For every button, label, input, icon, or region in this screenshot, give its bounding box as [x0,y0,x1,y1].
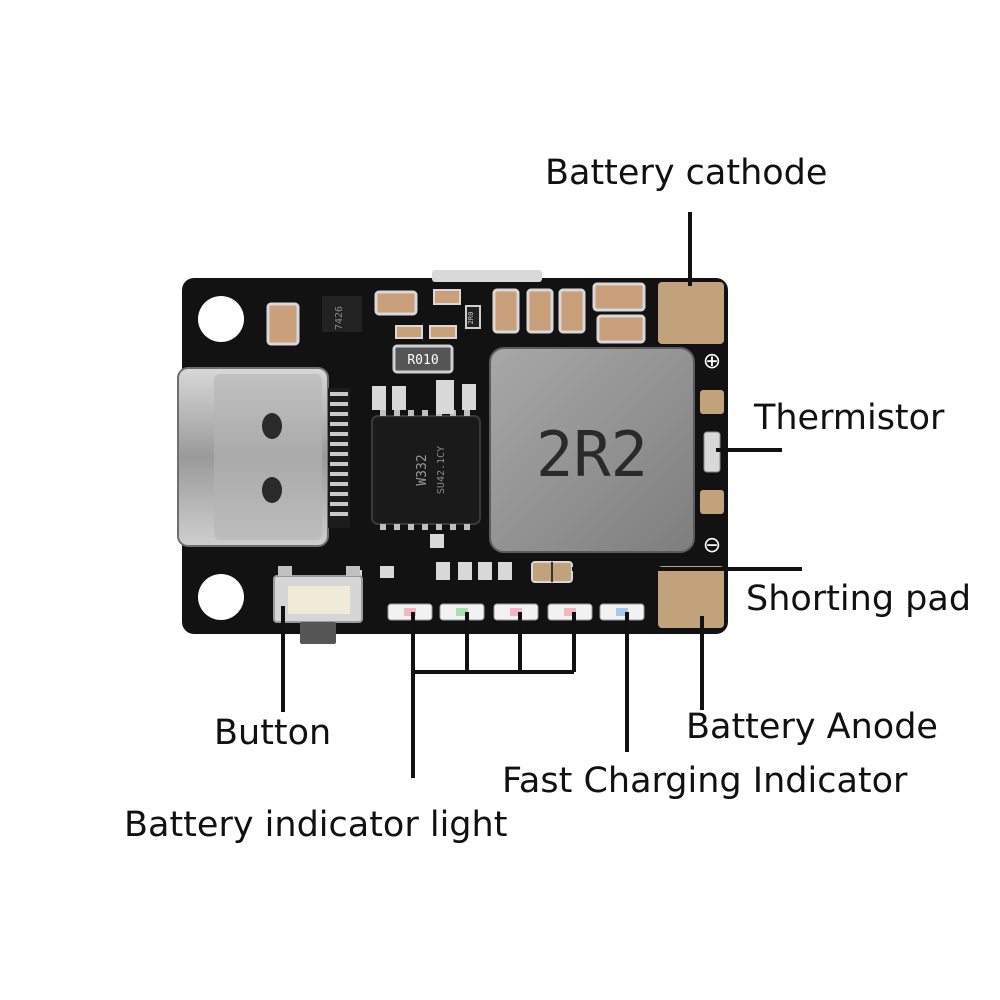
leader-lines [281,212,802,778]
battery-indicator-leds [387,603,593,621]
plus-marking: ⊕ [703,349,721,374]
label-thermistor: Thermistor [754,398,945,438]
mounting-hole-top-left [198,296,244,342]
ic-marking-2: SU42.1CY [436,446,447,494]
label-battery-cathode: Battery cathode [545,153,828,193]
label-button: Button [214,713,332,753]
top-components: 7426 R010 2R0 [266,282,646,584]
label-battery-anode: Battery Anode [686,707,938,747]
usb-c-connector [177,367,350,547]
battery-cathode-pad [658,282,724,344]
inductor: 2R2 [489,347,695,553]
thermistor-pad-top [700,390,724,414]
label-shorting-pad: Shorting pad [746,579,972,619]
small-component-marking: R010 [407,353,438,368]
battery-anode-pad [658,566,724,628]
shorting-pad [531,561,573,583]
push-button [273,566,363,644]
fast-charging-led [599,603,645,621]
mosfet-marking: 7426 [334,306,345,330]
minus-marking: ⊖ [703,533,721,558]
tiny-part-marking: 2R0 [467,312,475,325]
thermistor-pad-bottom [700,490,724,514]
inductor-marking: 2R2 [536,418,648,491]
controller-ic: W332 SU42.1CY [371,410,481,530]
top-edge-connector [432,270,542,282]
label-fast-charging-indicator: Fast Charging Indicator [502,761,908,801]
label-battery-indicator-light: Battery indicator light [124,805,508,845]
ic-marking-1: W332 [415,454,430,485]
mounting-hole-bottom-left [198,574,244,620]
